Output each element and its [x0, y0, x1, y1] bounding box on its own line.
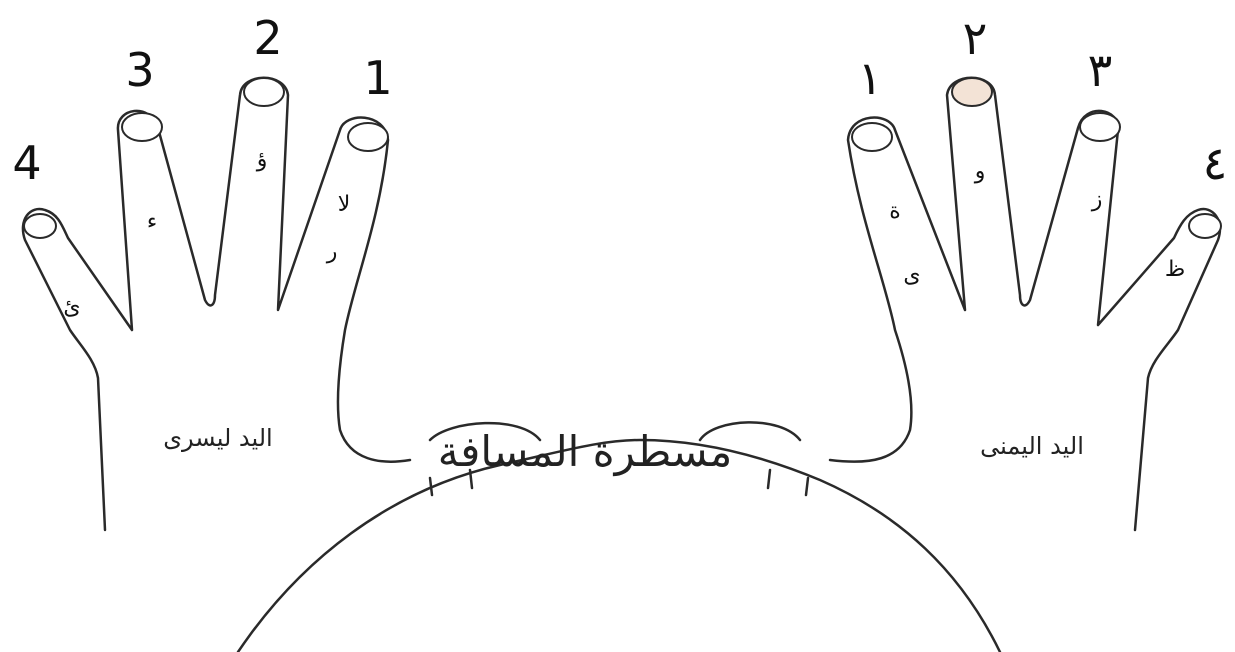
right-hand-label: اليد اليمنى: [980, 434, 1084, 458]
left-hand: [23, 78, 410, 530]
right-finger-1-key-top: ة: [889, 201, 901, 223]
right-hand: [830, 78, 1221, 530]
right-finger-4-number: ٤: [1203, 140, 1228, 186]
left-finger-1-key-bottom: ر: [327, 241, 338, 263]
left-finger-2-number: 2: [253, 15, 282, 61]
left-finger-3-key: ء: [147, 211, 157, 233]
right-finger-1-number: ١: [858, 55, 883, 101]
left-hand-label: اليد ليسرى: [163, 426, 272, 450]
left-finger-4-number: 4: [12, 140, 41, 186]
right-finger-2-number: ٢: [963, 15, 988, 61]
right-finger-2-key: و: [975, 161, 986, 183]
left-finger-3-number: 3: [125, 47, 154, 93]
left-finger-1-number: 1: [363, 55, 392, 101]
right-finger-3-number: ٣: [1088, 47, 1113, 93]
right-finger-3-key: ز: [1092, 189, 1103, 211]
spacebar-label: مسطرة المسافة: [438, 431, 733, 473]
left-finger-2-key: ؤ: [257, 149, 268, 171]
right-finger-1-key-bottom: ى: [903, 265, 920, 287]
right-finger-4-key: ظ: [1165, 259, 1185, 281]
left-finger-4-key: ئ: [63, 297, 80, 319]
left-finger-1-key-top: لا: [338, 194, 351, 216]
